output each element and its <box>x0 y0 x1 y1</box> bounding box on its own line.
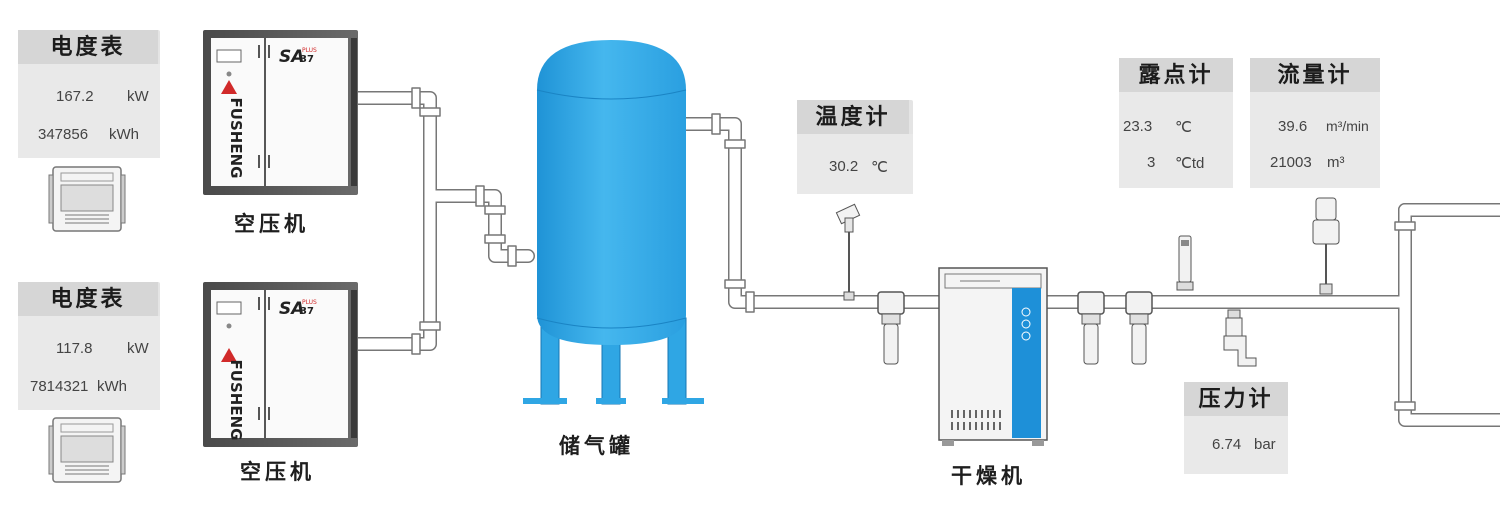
flow-rate-unit: m³/min <box>1326 118 1369 134</box>
panel-title: 电度表 <box>18 30 158 64</box>
pipe-network <box>351 87 1500 427</box>
energy-value: 7814321 <box>30 378 89 395</box>
pressure-value: 6.74 <box>1212 436 1242 453</box>
model-suffix: PLUS <box>302 47 317 54</box>
panel-title: 压力计 <box>1184 382 1288 416</box>
total-flow-unit: m³ <box>1327 154 1345 171</box>
energy-unit: kWh <box>109 126 139 143</box>
power-reading: 167.2 kW <box>56 88 149 105</box>
air-receiver-tank <box>523 40 704 405</box>
dew-point-unit: ℃ <box>1175 119 1192 136</box>
temperature-reading: 30.2 ℃ <box>829 158 888 176</box>
flow-meter-panel: 流量计 39.6 m³/min 21003 m³ <box>1250 58 1380 188</box>
power-value: 167.2 <box>56 88 94 105</box>
compressor-2-label: 空压机 <box>240 459 315 484</box>
dew-point-sensor <box>1176 235 1194 291</box>
dew-point-reading: 23.3 ℃ <box>1123 118 1192 136</box>
pressure-unit: bar <box>1254 436 1276 453</box>
brand-logo-icon <box>221 80 237 94</box>
power-meter-panel-2: 电度表 117.8 kW 7814321 kWh <box>18 282 160 410</box>
panel-title: 电度表 <box>18 282 158 316</box>
air-compressor-2: FUSHENG SA 37 PLUS <box>203 282 358 447</box>
dryer-label: 干燥机 <box>951 463 1026 488</box>
flow-rate-reading: 39.6 m³/min <box>1278 118 1369 135</box>
temperature-value: 30.2 <box>829 158 859 175</box>
line-filter-3 <box>1125 291 1153 365</box>
brand-logo-icon <box>221 348 237 362</box>
energy-value: 347856 <box>38 126 89 143</box>
line-filter-1 <box>877 291 905 365</box>
total-flow-value: 21003 <box>1270 154 1312 171</box>
energy-unit: kWh <box>97 378 127 395</box>
power-meter-device-2 <box>48 417 126 483</box>
power-reading: 117.8 kW <box>56 340 149 357</box>
temperature-unit: ℃ <box>871 159 888 176</box>
tank-label: 储气罐 <box>559 433 634 458</box>
dew-point-meter-panel: 露点计 23.3 ℃ 3 ℃td <box>1119 58 1233 188</box>
power-meter-panel-1: 电度表 167.2 kW 347856 kWh <box>18 30 160 158</box>
pressure-dew-point-reading: 3 ℃td <box>1147 154 1204 172</box>
brand-text: FUSHENG <box>227 98 245 179</box>
model-number: 37 <box>300 54 314 65</box>
air-compressor-1: FUSHENG SA 37 PLUS <box>203 30 358 195</box>
pressure-meter-panel: 压力计 6.74 bar <box>1184 382 1288 474</box>
panel-title: 流量计 <box>1250 58 1380 92</box>
panel-title: 温度计 <box>797 100 909 134</box>
model-number: 37 <box>300 306 314 317</box>
power-unit: kW <box>127 340 149 357</box>
flow-rate-value: 39.6 <box>1278 118 1308 135</box>
model-label: SA <box>279 47 304 67</box>
pressure-sensor <box>1223 309 1257 367</box>
panel-title: 露点计 <box>1119 58 1233 92</box>
pressure-dew-point-value: 3 <box>1147 154 1156 171</box>
compressor-1-label: 空压机 <box>234 211 309 236</box>
total-flow-reading: 21003 m³ <box>1270 154 1345 171</box>
pressure-reading: 6.74 bar <box>1212 436 1276 453</box>
energy-reading: 7814321 kWh <box>30 378 127 395</box>
model-suffix: PLUS <box>302 299 317 306</box>
temperature-sensor <box>835 203 861 301</box>
energy-reading: 347856 kWh <box>38 126 139 143</box>
power-value: 117.8 <box>56 340 93 357</box>
brand-text: FUSHENG <box>227 360 245 441</box>
model-label: SA <box>279 299 304 319</box>
flow-meter-sensor <box>1312 197 1340 295</box>
temperature-meter-panel: 温度计 30.2 ℃ <box>797 100 913 194</box>
refrigerated-dryer <box>938 267 1048 446</box>
dew-point-value: 23.3 <box>1123 118 1153 135</box>
power-meter-device-1 <box>48 166 126 232</box>
pressure-dew-point-unit: ℃td <box>1175 155 1205 172</box>
line-filter-2 <box>1077 291 1105 365</box>
power-unit: kW <box>127 88 149 105</box>
